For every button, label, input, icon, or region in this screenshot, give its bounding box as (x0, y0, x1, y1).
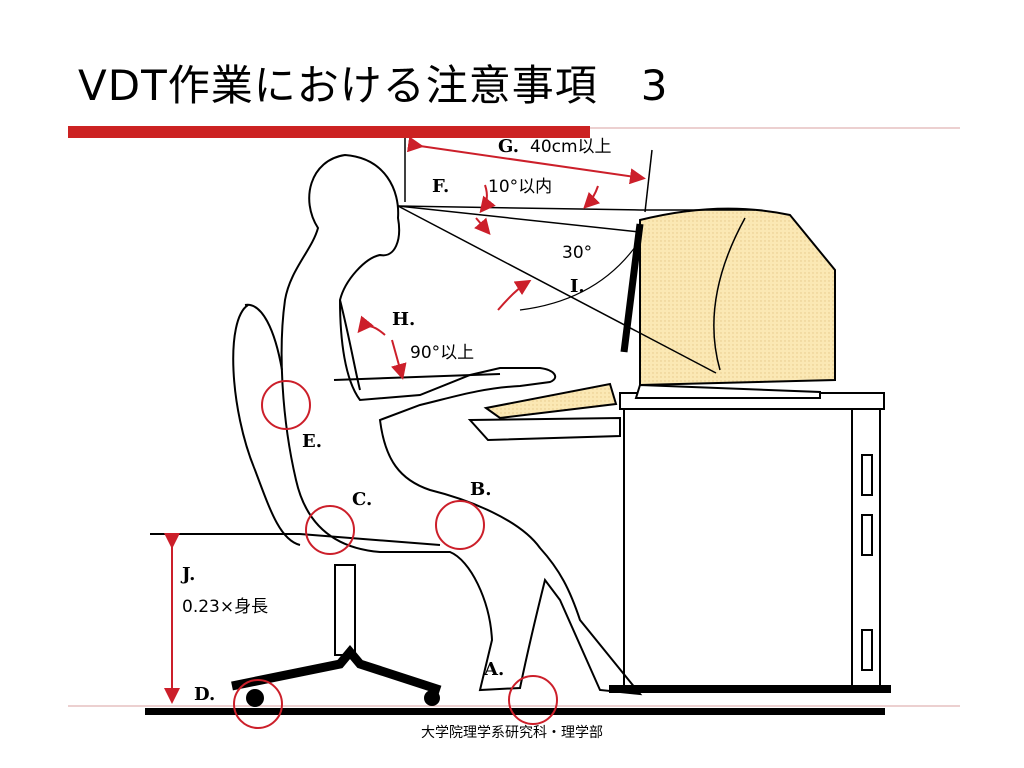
marker-C (305, 505, 355, 555)
desk (609, 392, 891, 693)
label-I-angle: 30° (562, 243, 592, 263)
label-J: J. (180, 564, 195, 585)
slide-title: VDT作業における注意事項 3 (78, 61, 669, 110)
label-F-note: 10°以内 (488, 177, 552, 197)
label-F: F. (432, 176, 449, 197)
label-G-note: 40cm以上 (530, 137, 612, 157)
label-H: H. (392, 309, 415, 330)
label-H-note: 90°以上 (410, 343, 474, 363)
label-D: D. (194, 684, 215, 705)
marker-B (435, 500, 485, 550)
label-A: A. (483, 659, 504, 680)
label-J-note: 0.23×身長 (182, 597, 268, 617)
person (280, 153, 643, 696)
chair (150, 303, 442, 707)
label-G: G. (498, 136, 519, 157)
floor (145, 708, 885, 715)
label-I: I. (570, 276, 585, 297)
marker-A (508, 675, 558, 725)
label-B: B. (470, 479, 491, 500)
dimension-arrows (164, 136, 646, 704)
title-accent-bar (68, 126, 590, 138)
monitor (620, 207, 836, 399)
sight-lines (397, 138, 717, 374)
slide-footer: 大学院理学系研究科・理学部 (421, 725, 603, 741)
marker-D (233, 679, 283, 729)
keyboard-tray (467, 382, 621, 442)
label-C: C. (352, 489, 372, 510)
highlight-circles (233, 380, 558, 729)
label-E: E. (302, 431, 322, 452)
marker-E (261, 380, 311, 430)
